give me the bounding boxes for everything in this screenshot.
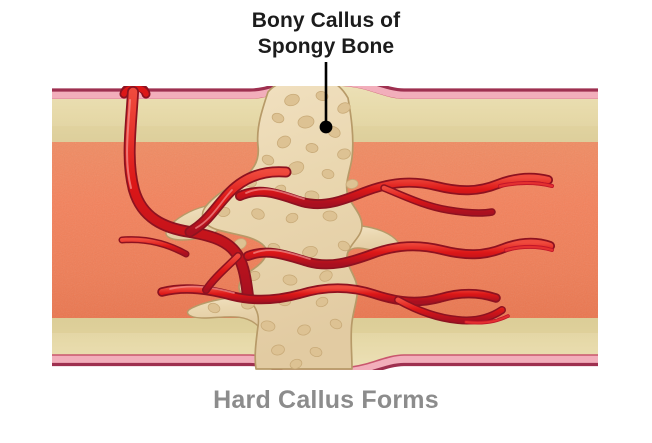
periosteum-top <box>52 86 598 99</box>
vessel-fork-lower-right <box>394 296 506 325</box>
callout-leader <box>319 62 333 134</box>
vessel-capillaries-right <box>464 181 554 325</box>
periosteum-bottom <box>52 355 598 370</box>
vessel-twig-upper-right <box>380 184 496 217</box>
vessel-across-callus-lower <box>157 283 501 307</box>
callout-label-line2: Spongy Bone <box>257 35 395 59</box>
vessel-across-callus-mid <box>243 237 555 270</box>
bone-shaft <box>52 86 598 370</box>
vessel-twig-mid-left <box>118 236 190 258</box>
vessel-y-branch-base <box>202 252 242 294</box>
blood-vessel-network <box>118 86 555 325</box>
vessel-branch-upper-left <box>184 166 292 238</box>
figure-caption: Hard Callus Forms <box>213 386 439 414</box>
callus-lobe-lower-left <box>186 295 260 328</box>
vessel-across-callus-top <box>235 172 553 210</box>
callout-label-line1: Bony Callus of <box>251 9 401 32</box>
callout-dot <box>319 120 333 134</box>
callout-label: Bony Callus of Spongy Bone <box>0 8 652 61</box>
periosteum-top-outline <box>52 86 598 92</box>
